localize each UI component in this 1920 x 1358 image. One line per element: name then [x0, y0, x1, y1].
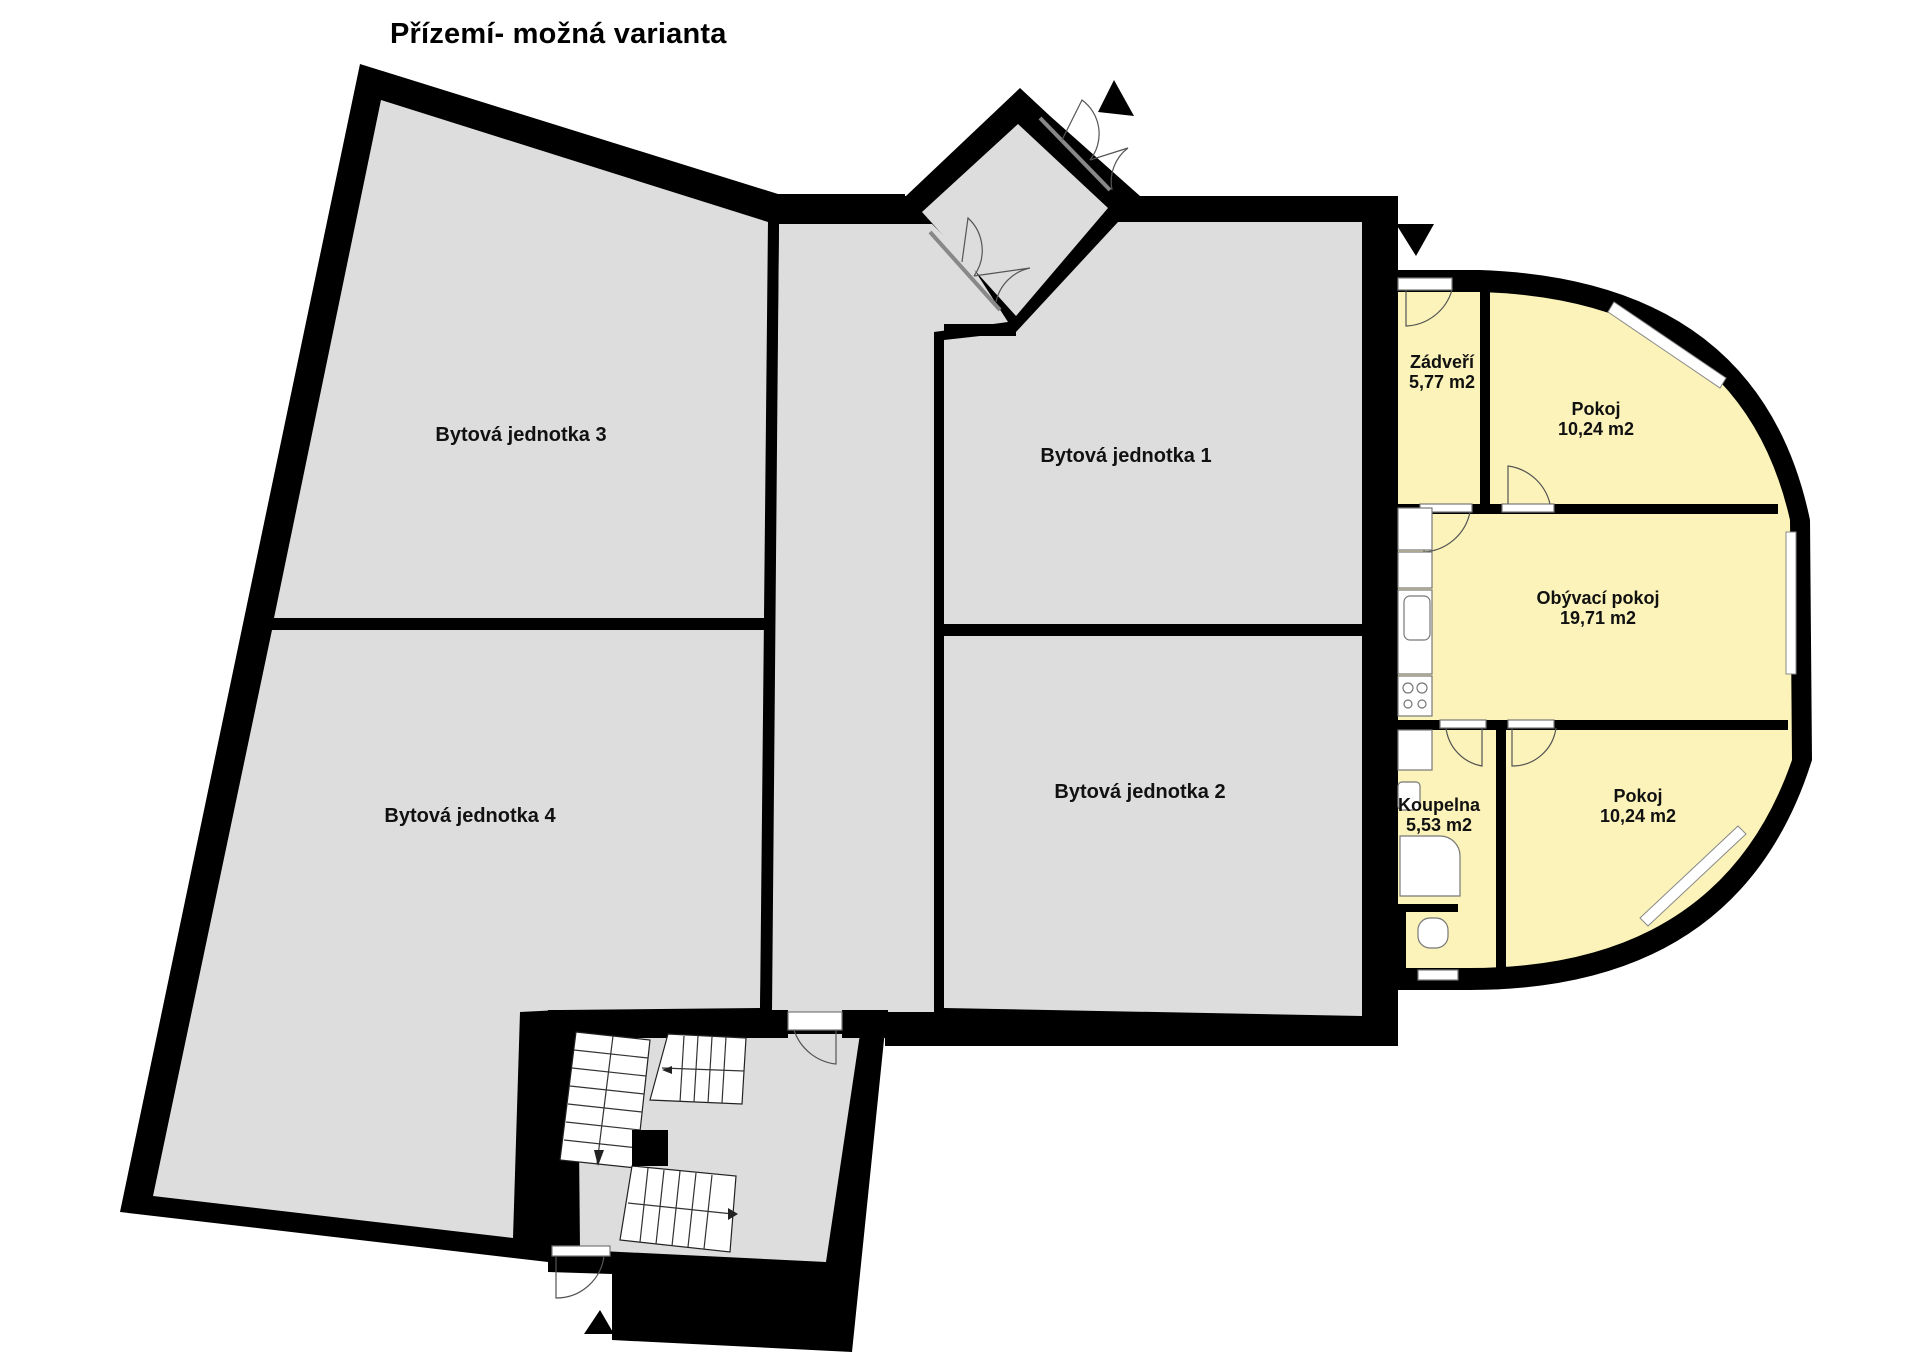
corridor-area — [770, 224, 1008, 1012]
fixtures — [1397, 507, 1461, 949]
unit-3-area — [274, 100, 768, 618]
plan-title: Přízemí- možná varianta — [390, 18, 727, 50]
room-koupelna-label: Koupelna 5,53 m2 — [1398, 795, 1480, 835]
sink-icon — [1403, 595, 1431, 641]
room-area: 19,71 m2 — [1559, 608, 1637, 628]
unit-1-label: Bytová jednotka 1 — [1040, 444, 1212, 467]
entrance-arrow-icon — [584, 1310, 614, 1334]
interior-walls — [274, 196, 1788, 1046]
toilet-icon — [1417, 917, 1449, 949]
unit-1-area — [944, 222, 1362, 624]
staircases — [559, 1031, 747, 1253]
unit-2-area — [944, 636, 1362, 1016]
entrance-arrow-icon — [1098, 80, 1134, 116]
room-area: 5,77 m2 — [1408, 372, 1476, 392]
windows — [1607, 301, 1797, 927]
unit-3-label: Bytová jednotka 3 — [435, 423, 607, 446]
unit-4-label: Bytová jednotka 4 — [384, 804, 556, 827]
room-pokoj-1-label: Pokoj 10,24 m2 — [1558, 399, 1634, 439]
washbasin-icon — [1397, 781, 1421, 811]
doors — [551, 99, 1557, 1299]
entrance-arrow-icon — [1396, 224, 1434, 256]
stair-arrow-icon — [662, 1066, 672, 1074]
hood-icon — [1397, 507, 1433, 551]
entrance-arrows — [584, 80, 1434, 1334]
interior-fills — [153, 100, 1792, 1262]
stair-arrow-icon — [594, 1150, 604, 1166]
stove-icon — [1397, 675, 1433, 717]
shower-icon — [1399, 835, 1461, 897]
room-name: Koupelna — [1397, 794, 1481, 815]
room-name: Obývací pokoj — [1536, 587, 1660, 608]
stair-arrow-icon — [728, 1208, 738, 1220]
unit-4-area — [153, 630, 768, 1238]
room-name: Pokoj — [1571, 398, 1621, 419]
room-name: Pokoj — [1613, 785, 1663, 806]
room-name: Zádveří — [1409, 351, 1475, 372]
washer-icon — [1397, 729, 1433, 771]
unit-2-label: Bytová jednotka 2 — [1054, 780, 1226, 803]
room-obyvaci-pokoj-label: Obývací pokoj 19,71 m2 — [1536, 588, 1659, 628]
room-area: 5,53 m2 — [1405, 815, 1473, 835]
room-area: 10,24 m2 — [1557, 419, 1635, 439]
room-area: 10,24 m2 — [1599, 806, 1677, 826]
room-pokoj-2-label: Pokoj 10,24 m2 — [1600, 786, 1676, 826]
vestibule-area — [922, 124, 1108, 316]
room-zadveri-label: Zádveří 5,77 m2 — [1409, 352, 1475, 392]
dishwasher-icon — [1397, 551, 1433, 589]
